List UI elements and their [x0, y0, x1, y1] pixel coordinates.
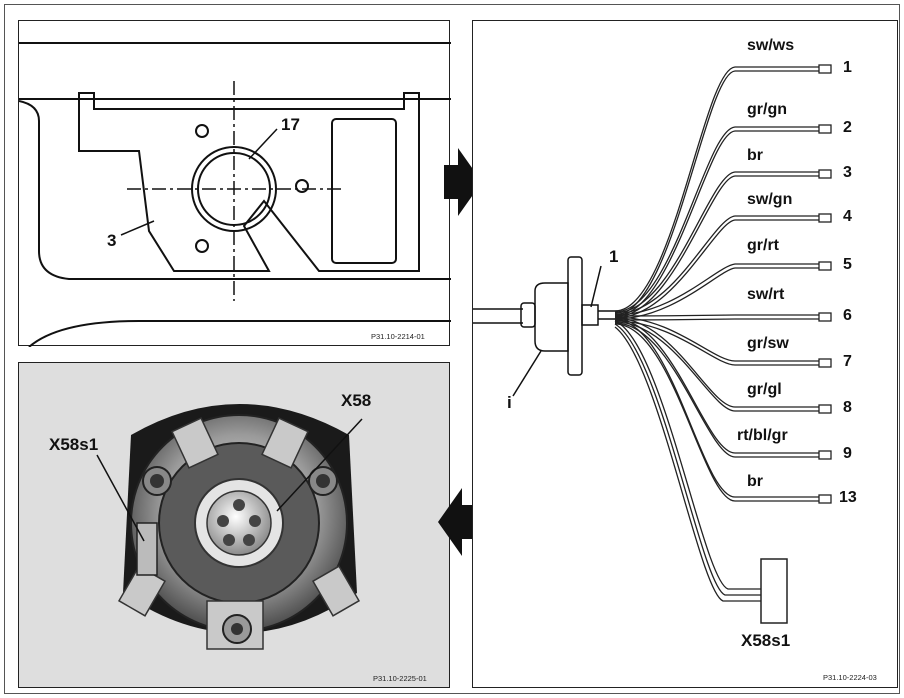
figure-code: P31.10-2225-01 — [373, 674, 427, 683]
pin-number: 4 — [843, 208, 852, 225]
wire-color-label: sw/ws — [747, 37, 795, 54]
pin-number: 7 — [843, 353, 852, 370]
harness-drawing — [473, 64, 832, 624]
wire-color-label: sw/gn — [747, 191, 793, 208]
figure-code: P31.10-2224-03 — [823, 673, 877, 682]
label-x58: X58 — [341, 391, 372, 410]
wire-color-label: br — [747, 147, 763, 164]
wires — [614, 66, 819, 602]
label-connector-1: 1 — [609, 247, 619, 266]
wire-color-label: br — [747, 473, 763, 490]
label-x58s1: X58s1 — [49, 435, 99, 454]
panel-wiring-harness: sw/ws 1 gr/gn 2 br 3 sw/gn 4 gr/rt 5 sw/… — [472, 20, 898, 688]
pin-number: 8 — [843, 399, 852, 416]
pin-number: 13 — [839, 489, 857, 506]
wire-color-label: gr/rt — [747, 237, 779, 254]
socket-photo — [96, 404, 363, 650]
panel-socket-photo: X58 X58s1 P31.10-2225-01 — [18, 362, 450, 688]
label-3: 3 — [107, 231, 117, 250]
pin-number: 2 — [843, 119, 852, 136]
panel-housing-drawing: 17 3 P31.10-2214-01 — [18, 20, 451, 347]
wire-color-label: gr/gn — [747, 101, 787, 118]
wire-color-label: gr/sw — [747, 335, 789, 352]
figure-frame — [4, 4, 900, 694]
pin-number: 9 — [843, 445, 852, 462]
pin-number: 5 — [843, 256, 852, 273]
figure-code: P31.10-2214-01 — [371, 332, 425, 341]
pin-number: 1 — [843, 59, 852, 76]
wire-color-label: rt/bl/gr — [737, 427, 788, 444]
label-17: 17 — [281, 115, 300, 134]
housing-drawing — [19, 42, 451, 347]
wire-color-label: sw/rt — [747, 286, 785, 303]
label-x58s1: X58s1 — [741, 631, 791, 650]
pin-number: 6 — [843, 307, 852, 324]
wire-color-label: gr/gl — [747, 381, 782, 398]
pin-number: 3 — [843, 164, 852, 181]
label-connector-i: i — [507, 393, 512, 412]
